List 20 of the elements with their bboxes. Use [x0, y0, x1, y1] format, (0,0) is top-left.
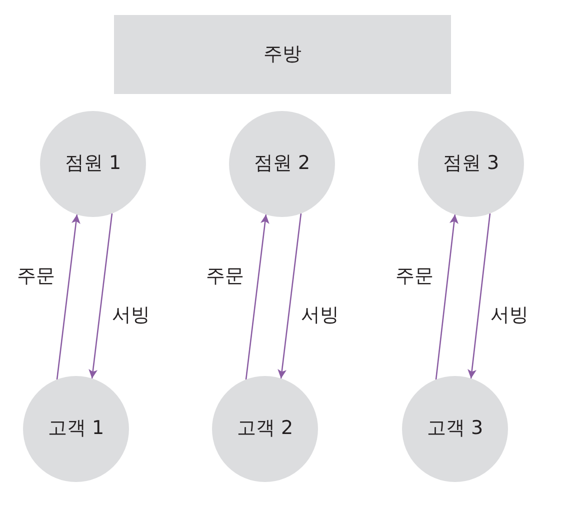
node-label: 점원 3 [442, 152, 500, 176]
rectangle-node [114, 15, 451, 94]
edge-label: 주문 [396, 265, 434, 289]
edge-label: 서빙 [490, 304, 528, 328]
node-label: 고객 2 [236, 417, 294, 441]
node-label: 주방 [264, 42, 302, 66]
node-label: 고객 3 [426, 417, 484, 441]
edge-label: 서빙 [112, 304, 150, 328]
edge-label: 주문 [17, 265, 55, 289]
edge-label: 서빙 [301, 304, 339, 328]
arrow [278, 213, 302, 379]
node-label: 점원 2 [254, 152, 310, 176]
node-label: 점원 1 [64, 152, 122, 176]
arrow [56, 214, 80, 380]
arrow [245, 214, 270, 380]
edge-label: 주문 [206, 265, 244, 289]
arrow [435, 214, 458, 380]
arrow [468, 213, 491, 379]
arrow [88, 213, 113, 379]
node-label: 고객 1 [48, 417, 104, 441]
